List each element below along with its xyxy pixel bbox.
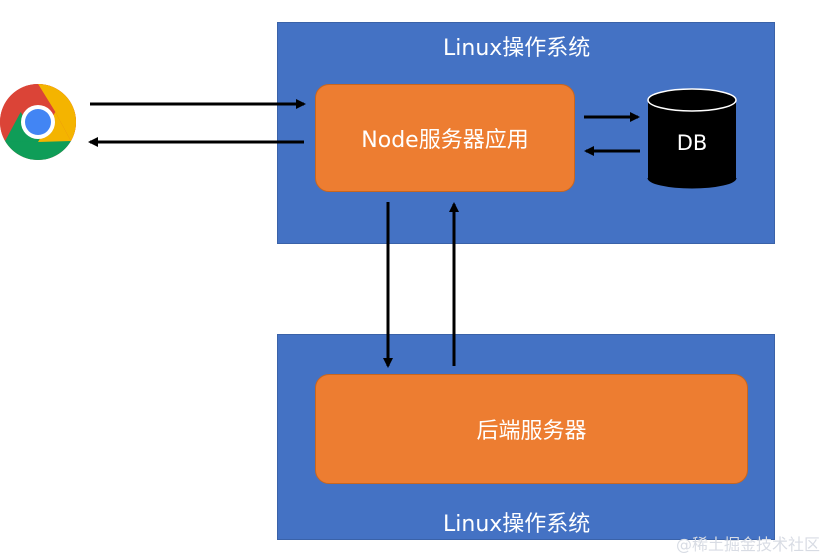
backend-server-label: 后端服务器 bbox=[476, 419, 587, 444]
watermark-text: @稀土掘金技术社区 bbox=[675, 535, 820, 554]
database-label: DB bbox=[676, 131, 708, 155]
linux-os-top-label: Linux操作系统 bbox=[443, 36, 591, 61]
backend-server-box: 后端服务器 bbox=[315, 374, 748, 484]
linux-os-bottom-label: Linux操作系统 bbox=[443, 512, 591, 537]
chrome-icon bbox=[0, 84, 76, 160]
node-server-box: Node服务器应用 bbox=[315, 84, 575, 192]
node-server-label: Node服务器应用 bbox=[361, 128, 529, 153]
